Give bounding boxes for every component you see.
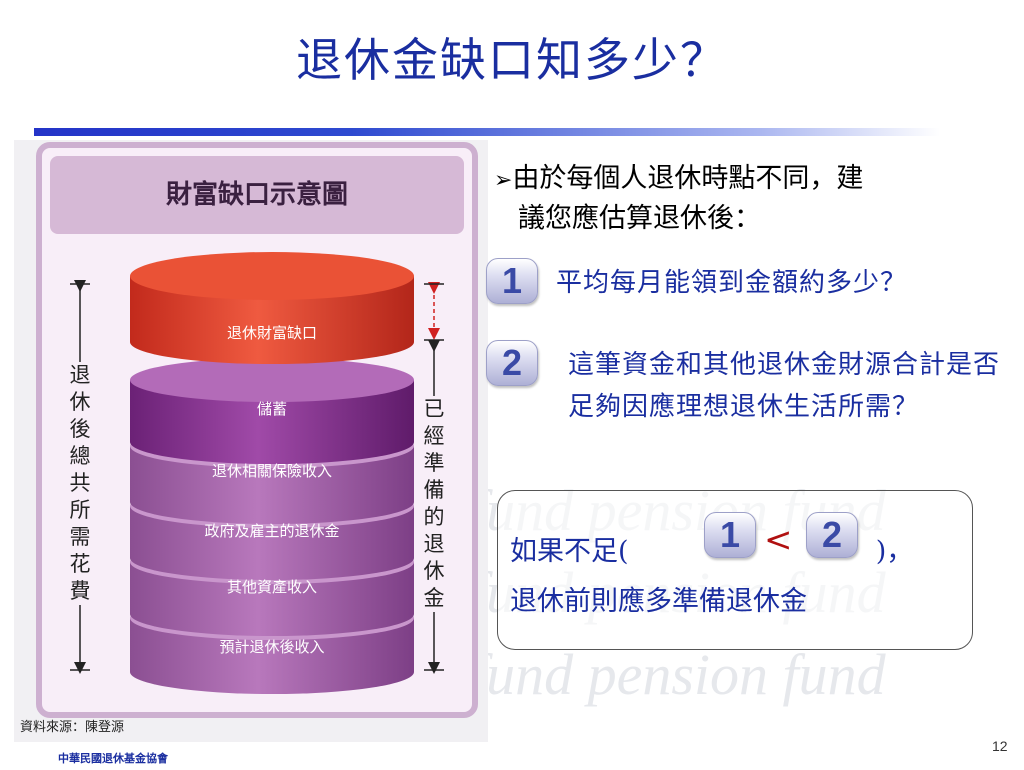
conclusion-line-2: 退休前則應多準備退休金 bbox=[510, 586, 807, 617]
layer-label-insurance: 退休相關保險收入 bbox=[211, 462, 332, 480]
conclusion-suffix: )， bbox=[875, 536, 914, 567]
wealth-gap-diagram: 財富缺口示意圖 退休後總共所需花費 已經準備的退休金 bbox=[14, 140, 488, 742]
bullet-arrow-icon: ➢ bbox=[494, 168, 513, 193]
intro-line-1: 由於每個人退休時點不同，建 bbox=[512, 163, 864, 194]
source-note: 資料來源：陳登源 bbox=[20, 720, 125, 735]
question-2-badge: 2 bbox=[486, 340, 538, 386]
diagram-frame: 財富缺口示意圖 退休後總共所需花費 已經準備的退休金 bbox=[36, 142, 478, 718]
prepared-pension-label: 已經準備的退休金 bbox=[420, 396, 448, 612]
intro-line-2: 議您應估算退休後： bbox=[518, 203, 761, 234]
question-1-text: 平均每月能領到金額約多少？ bbox=[556, 268, 908, 298]
slide-title: 退休金缺口知多少？ bbox=[296, 33, 728, 87]
conclusion-line-1: 如果不足( )， bbox=[510, 529, 913, 568]
layer-label-gap: 退休財富缺口 bbox=[226, 324, 317, 342]
layer-label-savings: 儲蓄 bbox=[256, 400, 287, 418]
total-expense-label: 退休後總共所需花費 bbox=[66, 362, 94, 605]
footer-organization: 中華民國退休基金協會 bbox=[58, 752, 168, 765]
layer-label-other-assets: 其他資產收入 bbox=[226, 578, 317, 596]
layer-label-expected-income: 預計退休後收入 bbox=[219, 638, 325, 656]
conclusion-badge-2: 2 bbox=[806, 512, 858, 558]
question-1-badge: 1 bbox=[486, 258, 538, 304]
layer-wealth-gap bbox=[130, 252, 414, 364]
page-number: 12 bbox=[992, 738, 1008, 754]
less-than-symbol: < bbox=[764, 520, 793, 560]
intro-bullet: ➢由於每個人退休時點不同，建 議您應估算退休後： bbox=[494, 160, 974, 238]
cylinder-stack bbox=[130, 252, 414, 694]
question-2-text: 這筆資金和其他退休金財源合計是否足夠因應理想退休生活所需？ bbox=[568, 350, 1001, 422]
layer-savings bbox=[130, 358, 414, 464]
diagram-header: 財富缺口示意圖 bbox=[50, 156, 464, 234]
title-divider bbox=[34, 128, 940, 136]
conclusion-prefix: 如果不足( bbox=[510, 536, 629, 567]
conclusion-badge-1: 1 bbox=[704, 512, 756, 558]
layer-label-government: 政府及雇主的退休金 bbox=[204, 522, 340, 540]
